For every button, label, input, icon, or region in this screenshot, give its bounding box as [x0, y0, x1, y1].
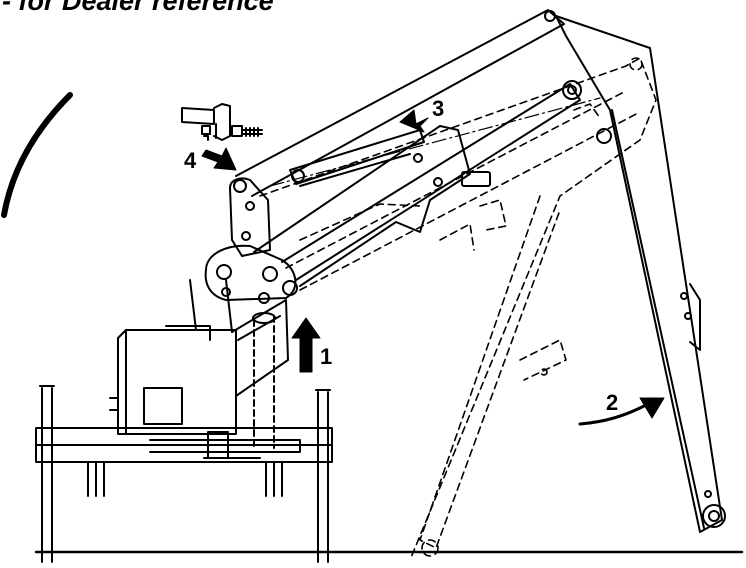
- arrow-2-head: [639, 397, 665, 419]
- arm-stick: [555, 15, 726, 533]
- main-boom: [235, 9, 582, 287]
- mount-housing: [109, 325, 301, 459]
- arrow-3: [399, 109, 429, 133]
- arrow-2: [578, 402, 650, 426]
- edge-arc: [1, 92, 73, 218]
- vertical-mast: [189, 279, 289, 449]
- upper-pivot-plate: [229, 177, 271, 257]
- arrow-4: [201, 147, 237, 171]
- tractor-frame: [34, 385, 744, 563]
- callout-2: 2: [606, 390, 618, 415]
- loose-parts: [181, 103, 263, 141]
- callout-1: 1: [320, 344, 332, 369]
- dashed-alternate-position: [259, 57, 657, 561]
- page-heading: - for Dealer reference: [2, 0, 274, 16]
- callout-3: 3: [432, 96, 444, 121]
- callout-4: 4: [184, 148, 197, 173]
- boom-centerline: [269, 97, 601, 187]
- arrow-1: [291, 317, 321, 373]
